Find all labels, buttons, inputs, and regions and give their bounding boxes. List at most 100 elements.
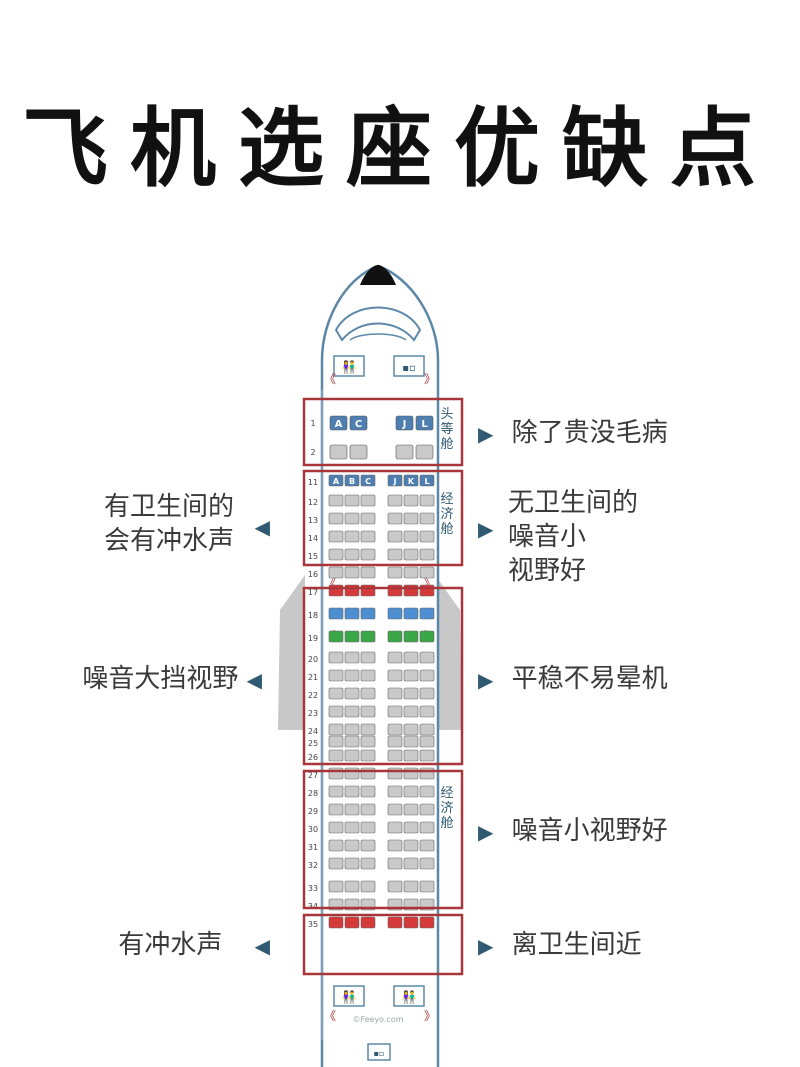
seat <box>415 444 434 460</box>
row-number: 2 <box>310 448 315 457</box>
seat <box>387 687 403 700</box>
row-number: 13 <box>308 516 318 525</box>
row-number: 25 <box>308 739 318 748</box>
seat <box>328 839 344 852</box>
seat <box>360 474 376 487</box>
seat-row-23: 23 <box>308 705 435 718</box>
row-number: 11 <box>308 478 318 487</box>
front-restroom <box>333 355 365 377</box>
seat <box>387 785 403 798</box>
seat <box>344 839 360 852</box>
seat <box>419 803 435 816</box>
seat <box>344 687 360 700</box>
seat <box>328 530 344 543</box>
seat <box>360 584 376 597</box>
seat <box>419 607 435 620</box>
seat <box>387 512 403 525</box>
seat <box>387 669 403 682</box>
seat <box>328 607 344 620</box>
seat <box>360 530 376 543</box>
seat-row-22: 22 <box>308 687 435 700</box>
cockpit-window <box>334 306 422 342</box>
seat <box>403 723 419 736</box>
seat <box>360 803 376 816</box>
cabin-label-economy-rear: 经济舱 <box>440 786 453 831</box>
row-number: 27 <box>308 771 318 780</box>
seat <box>360 857 376 870</box>
exit-chevron-icon: 》 <box>424 1009 436 1023</box>
row-number: 23 <box>308 709 318 718</box>
galley-icon: ▪▫ <box>374 1049 385 1058</box>
seat <box>349 415 368 431</box>
seat <box>403 512 419 525</box>
seat <box>419 630 435 643</box>
arrow-left-icon: ◀ <box>246 668 262 692</box>
seat-row-21: 21 <box>308 669 435 682</box>
rear-galley <box>367 1043 391 1061</box>
nose-cone <box>360 265 396 285</box>
seat-row-30: 30 <box>308 821 435 834</box>
row-number: 1 <box>310 419 315 428</box>
seat <box>360 566 376 579</box>
cabin-label-economy-front: 经济舱 <box>440 492 453 537</box>
seat <box>360 512 376 525</box>
seat <box>419 548 435 561</box>
seat <box>403 651 419 664</box>
row-number: 20 <box>308 655 318 664</box>
row-number: 30 <box>308 825 318 834</box>
seat <box>328 651 344 664</box>
seat-letter: J <box>402 419 407 430</box>
seat <box>419 767 435 780</box>
seat-row-15: 15 <box>308 548 435 561</box>
note-wing-left-text: 噪音大挡视野 <box>82 664 239 694</box>
seat <box>344 916 360 929</box>
seat <box>387 839 403 852</box>
watermark: ©Feeyo.com <box>352 1015 403 1024</box>
seat <box>328 669 344 682</box>
arrow-right-icon: ▶ <box>478 668 494 692</box>
row-number: 16 <box>308 570 318 579</box>
seat-letter: K <box>408 477 415 486</box>
note-last-left: 有冲水声 ◀ <box>60 928 270 963</box>
seat <box>328 474 344 487</box>
seat <box>344 630 360 643</box>
exit-chevron-icon: 《 <box>324 372 336 386</box>
seat <box>387 857 403 870</box>
page-title: 飞机选座优缺点 <box>22 98 778 199</box>
seat <box>344 767 360 780</box>
seat <box>403 767 419 780</box>
seat <box>328 857 344 870</box>
seat <box>419 735 435 748</box>
seat <box>403 669 419 682</box>
arrow-left-icon: ◀ <box>254 934 270 958</box>
arrow-right-icon: ▶ <box>478 422 494 446</box>
seat-row-19: 19 <box>308 630 435 643</box>
seat <box>403 566 419 579</box>
seat <box>344 749 360 762</box>
seat <box>403 916 419 929</box>
seat <box>419 687 435 700</box>
box-rear-economy <box>302 769 464 910</box>
seat <box>419 839 435 852</box>
seat <box>344 723 360 736</box>
row-number: 15 <box>308 552 318 561</box>
seat <box>403 494 419 507</box>
seat <box>329 415 348 431</box>
row-number: 32 <box>308 861 318 870</box>
seat <box>328 548 344 561</box>
seat-row-20: 20 <box>308 651 435 664</box>
row-number: 14 <box>308 534 318 543</box>
seat <box>403 821 419 834</box>
seat <box>360 705 376 718</box>
seat <box>415 415 434 431</box>
note-line-2: 会有冲水声 <box>103 526 234 556</box>
seat <box>387 916 403 929</box>
restroom-icon: 👫 <box>342 990 357 1004</box>
seat <box>344 566 360 579</box>
seat <box>349 444 368 460</box>
seat <box>328 584 344 597</box>
arrow-left-icon: ◀ <box>254 515 270 539</box>
seat <box>344 651 360 664</box>
note-last-right: ▶ 离卫生间近 <box>478 928 642 963</box>
seat <box>328 705 344 718</box>
